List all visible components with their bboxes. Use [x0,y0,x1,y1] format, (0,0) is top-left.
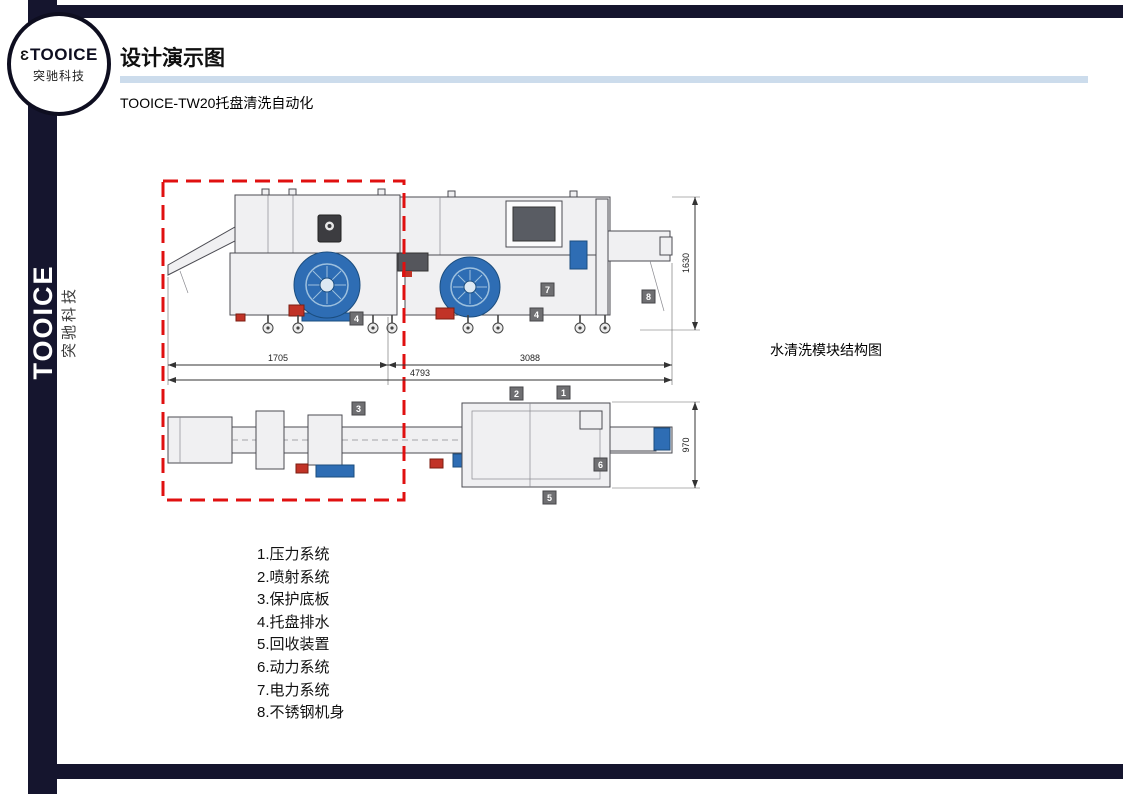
svg-text:2: 2 [514,389,519,399]
svg-text:4: 4 [534,310,539,320]
plan-view [167,402,673,488]
motor-blue [569,240,588,270]
legend-item-5: 5.回收装置 [257,636,330,654]
left-sidebar [28,0,57,794]
part-marker-8: 8 [641,289,656,304]
legend-item-8: 8.不锈钢机身 [257,704,345,722]
logo-swoosh-icon: Ɛ [20,46,29,63]
part-marker-5: 5 [542,490,557,505]
part-marker-2: 2 [509,386,524,401]
machine-diagram: 1705 3088 4793 1630 970 4 4 7 8 2 1 [161,179,700,505]
module-caption: 水清洗模块结构图 [770,342,882,358]
caster-wheels [262,315,611,334]
logo-brand-row: Ɛ TOOICE [20,45,98,65]
bottom-bar [57,764,1123,779]
svg-text:1: 1 [561,388,566,398]
svg-text:4: 4 [354,314,359,324]
legend-item-7: 7.电力系统 [257,681,330,699]
part-markers: 4 4 7 8 2 1 3 5 6 [349,282,656,505]
svg-text:8: 8 [646,292,651,302]
sidebar-brand-vertical: TOOICE [28,264,58,380]
part-marker-4b: 4 [529,307,544,322]
dim-left-width: 1705 [268,353,288,363]
svg-text:6: 6 [598,460,603,470]
part-marker-3: 3 [351,401,366,416]
part-marker-6: 6 [593,457,608,472]
legend-item-2: 2.喷射系统 [257,568,330,586]
top-bar [57,5,1123,18]
logo-brand-text: TOOICE [29,44,98,64]
side-view [167,188,673,334]
legend-item-4: 4.托盘排水 [257,613,330,631]
logo-sub-text: 突驰科技 [32,68,85,83]
svg-text:5: 5 [547,493,552,503]
logo: Ɛ TOOICE 突驰科技 [7,12,111,116]
blower-fan-1 [293,251,361,322]
legend-list: 1.压力系统 2.喷射系统 3.保护底板 4.托盘排水 5.回收装置 6.动力系… [257,544,345,725]
sidebar-brand-cn-vertical: 突驰科技 [61,286,78,359]
legend-item-1: 1.压力系统 [257,546,330,563]
plan-blue-1 [315,464,355,478]
pump-red-1 [288,304,305,317]
plan-blue-endcap [653,427,671,451]
svg-text:3: 3 [356,404,361,414]
pump-red-2 [435,307,455,320]
dimensions: 1705 3088 4793 1630 970 [167,196,700,489]
dim-total-width: 4793 [410,368,430,378]
page-subtitle: TOOICE-TW20托盘清洗自动化 [120,95,314,111]
blower-fan-2 [439,256,501,318]
part-marker-1: 1 [556,385,571,400]
title-underline [120,76,1088,83]
dim-side-height: 1630 [681,253,691,273]
legend-item-6: 6.动力系统 [257,658,330,676]
part-marker-7: 7 [540,282,555,297]
svg-text:7: 7 [545,285,550,295]
dim-plan-height: 970 [681,437,691,452]
highlight-red-dashed [161,179,406,502]
part-marker-4a: 4 [349,311,364,326]
infeed-ramp [167,226,236,276]
page-title: 设计演示图 [120,47,225,70]
legend-item-3: 3.保护底板 [257,591,330,609]
dim-right-width: 3088 [520,353,540,363]
